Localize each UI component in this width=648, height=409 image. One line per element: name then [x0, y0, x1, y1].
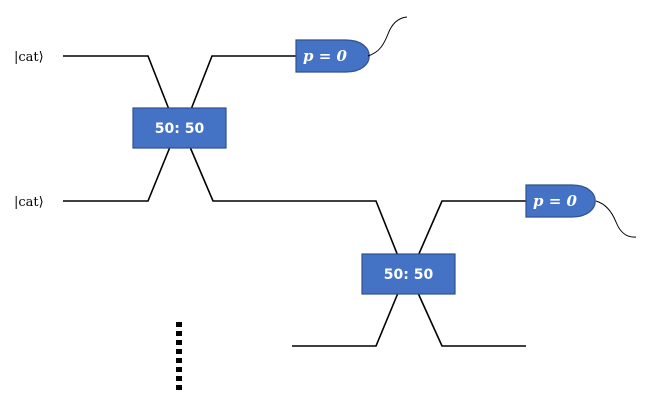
beam-splitter-1-label: 50: 50: [155, 121, 205, 137]
input-ket-2: |cat⟩: [14, 195, 44, 210]
continuation-dots: [176, 322, 182, 390]
beam-splitter-2-label: 50: 50: [384, 267, 434, 283]
input-wire-2: [63, 146, 171, 202]
detector-1-cable: [367, 16, 408, 57]
beam-splitter-2-box: [361, 253, 456, 295]
detector-2-label: p = 0: [533, 192, 578, 210]
detector-1-body: [295, 39, 370, 73]
continuation-dot: [176, 322, 182, 327]
detector-1-label: p = 0: [303, 47, 348, 65]
beam-splitter-1: 50: 50: [132, 107, 227, 149]
continuation-dot: [176, 358, 182, 363]
continuation-dot: [176, 331, 182, 336]
input-ket-1: |cat⟩: [14, 50, 44, 65]
beam-splitter-2: 50: 50: [361, 253, 456, 295]
continuation-dot: [176, 376, 182, 381]
stage-2-input-wire-1: [295, 200, 399, 257]
stage-2-input-wire-2: [292, 292, 399, 347]
stage-2-output-wire-2: [417, 292, 526, 347]
detector-1: p = 0: [295, 16, 408, 73]
input-wire-1: [63, 55, 171, 113]
continuation-dot: [176, 367, 182, 372]
detector-2-cable: [595, 200, 637, 238]
detector-2: p = 0: [525, 184, 637, 238]
beam-splitter-1-box: [132, 107, 227, 149]
output-wire-to-stage-2: [189, 146, 295, 202]
detector-2-body: [525, 184, 596, 218]
continuation-dot: [176, 385, 182, 390]
continuation-dot: [176, 340, 182, 345]
continuation-dot: [176, 349, 182, 354]
stage-2-output-wire-to-detector-2: [417, 200, 527, 257]
output-wire-to-detector-1: [189, 55, 300, 113]
